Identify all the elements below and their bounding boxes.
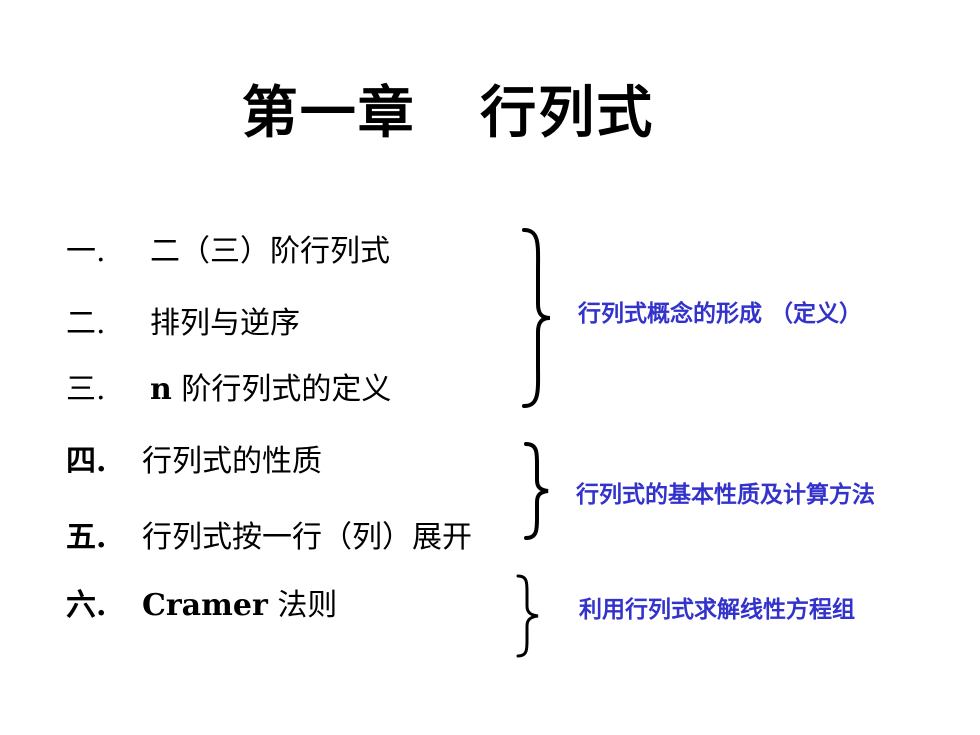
- list-item: 三. n 阶行列式的定义: [66, 364, 391, 408]
- item-text: 行列式按一行（列）展开: [142, 520, 472, 555]
- item-text-prefix: Cramer: [142, 588, 268, 623]
- slide-title: 第一章 行列式: [241, 80, 655, 146]
- item-number: 一.: [66, 234, 106, 269]
- list-item: 一. 二（三）阶行列式: [66, 226, 390, 270]
- note-application: 利用行列式求解线性方程组: [579, 597, 855, 623]
- list-item: 五. 行列式按一行（列）展开: [66, 512, 472, 556]
- right-brace-icon: [524, 442, 549, 540]
- right-brace-icon: [516, 574, 539, 658]
- note-properties: 行列式的基本性质及计算方法: [576, 482, 875, 508]
- item-text: 阶行列式的定义: [181, 372, 392, 407]
- item-text: 法则: [277, 588, 338, 623]
- item-text-prefix: n: [150, 372, 172, 407]
- item-number: 六.: [66, 588, 107, 623]
- item-text: 行列式的性质: [142, 444, 322, 479]
- list-item: 二. 排列与逆序: [66, 298, 300, 342]
- list-item: 六. Cramer 法则: [66, 580, 337, 624]
- item-text: 排列与逆序: [150, 306, 300, 341]
- item-number: 二.: [66, 306, 106, 341]
- item-text: 二（三）阶行列式: [150, 234, 390, 269]
- right-brace-icon: [522, 228, 551, 408]
- list-item: 四. 行列式的性质: [66, 436, 322, 480]
- note-definition: 行列式概念的形成 （定义）: [578, 301, 863, 327]
- item-number: 四.: [66, 444, 107, 479]
- item-number: 五.: [66, 520, 107, 555]
- item-number: 三.: [66, 372, 106, 407]
